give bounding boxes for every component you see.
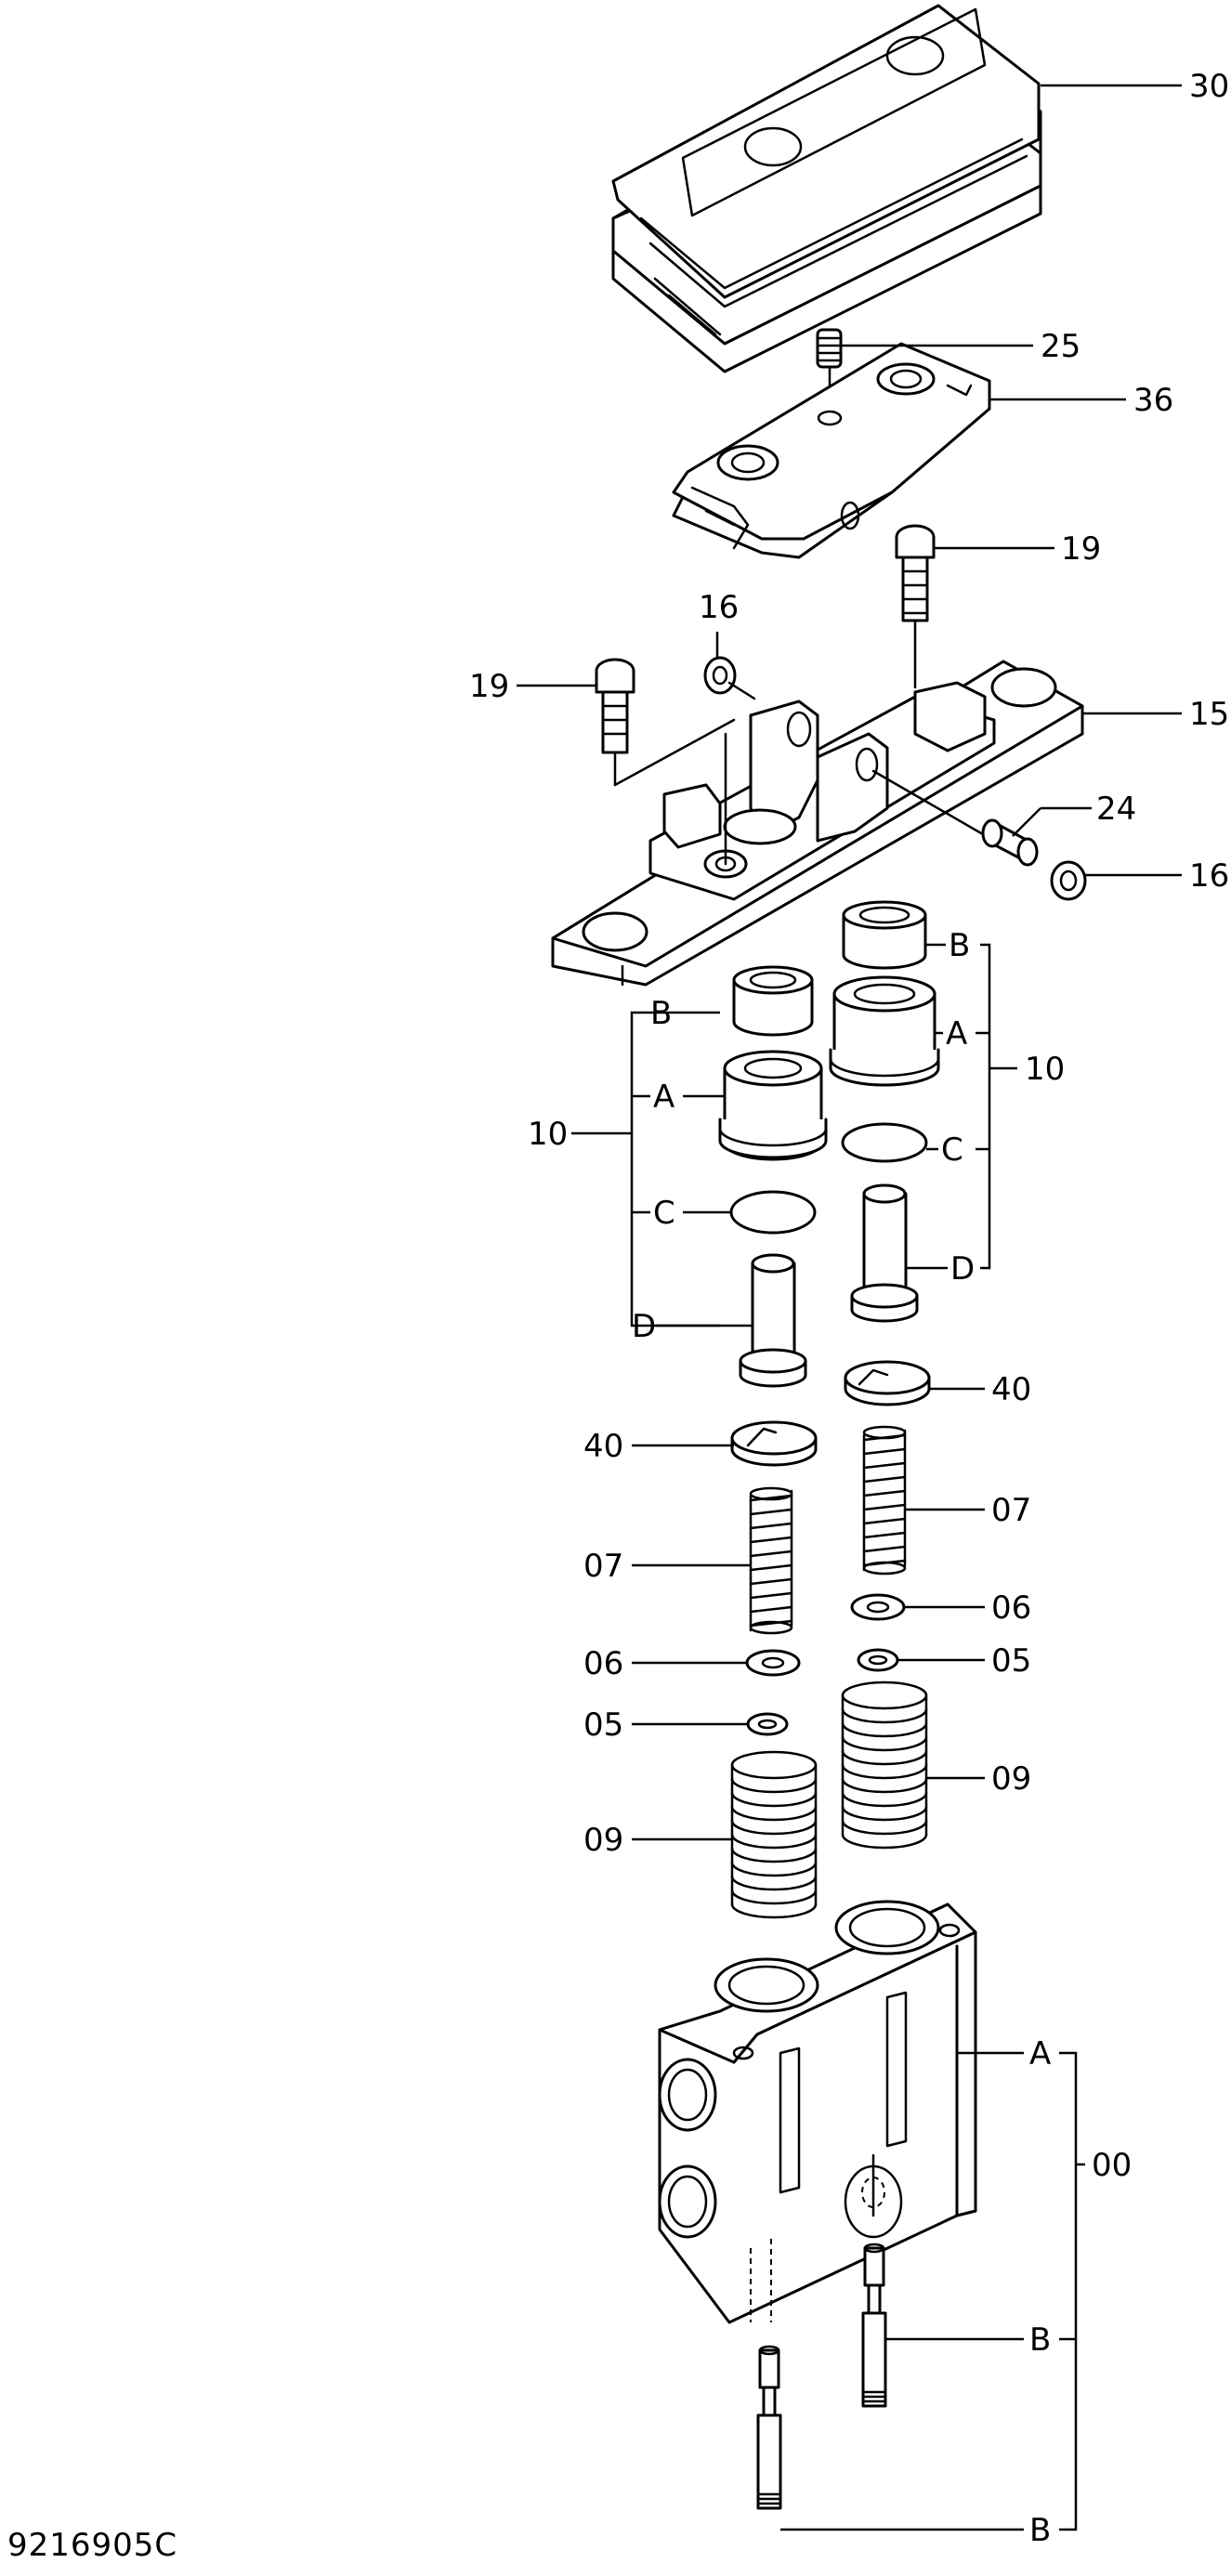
callout-05-left: 05: [583, 1706, 623, 1744]
callout-09-left: 09: [583, 1822, 623, 1859]
part-09-spring-left: [730, 1750, 818, 1919]
part-00-push-rod-upper: [861, 2243, 887, 2408]
callout-30: 30: [1189, 68, 1229, 105]
part-16-washer-right: [1050, 860, 1087, 901]
callout-19-right: 19: [1061, 530, 1101, 568]
part-40-retainer-left: [730, 1420, 818, 1467]
part-30-boot: [611, 4, 1042, 373]
part-16-washer-top: [703, 656, 756, 700]
sub-label-right-C: C: [941, 1131, 963, 1169]
sub-label-right-B: B: [949, 927, 970, 964]
part-36-plate: [672, 342, 991, 559]
callout-00: 00: [1092, 2147, 1132, 2184]
callout-40-left: 40: [583, 1428, 623, 1465]
part-06-washer-left: [745, 1649, 801, 1677]
part-09-spring-right: [841, 1680, 928, 1850]
part-10-left-assembly: [718, 965, 828, 1388]
callout-36: 36: [1133, 382, 1173, 419]
part-05-washer-left: [746, 1712, 789, 1736]
callout-25: 25: [1041, 328, 1080, 365]
callout-06-right: 06: [991, 1589, 1031, 1627]
sub-label-body-B-upper: B: [1029, 2321, 1051, 2359]
part-24-pin: [871, 769, 1039, 867]
sub-label-left-B: B: [650, 995, 672, 1032]
leader-lines: [517, 84, 1182, 2531]
callout-07-left: 07: [583, 1548, 623, 1585]
part-40-retainer-right: [844, 1360, 931, 1406]
sub-label-right-A: A: [946, 1015, 967, 1053]
callout-05-right: 05: [991, 1642, 1031, 1680]
part-07-spring-right: [862, 1425, 907, 1576]
callout-15: 15: [1189, 696, 1229, 733]
part-00-valve-body: [658, 1900, 977, 2324]
part-10-right-assembly: [829, 900, 940, 1323]
sub-label-left-D: D: [632, 1308, 656, 1345]
part-06-washer-right: [850, 1593, 906, 1621]
callout-09-right: 09: [991, 1760, 1031, 1798]
callout-16-right: 16: [1189, 857, 1229, 895]
callout-07-right: 07: [991, 1492, 1031, 1529]
part-15-bracket: [551, 660, 1084, 987]
callout-19-left: 19: [469, 668, 509, 705]
callout-labels: 30 25 36 19 16 19 15 24 16 10 10 40 40 0…: [469, 68, 1229, 2549]
sub-label-body-A: A: [1029, 2035, 1051, 2073]
part-19-cap-screw-left: [595, 658, 736, 787]
callout-10-right: 10: [1025, 1051, 1065, 1088]
callout-40-right: 40: [991, 1371, 1031, 1408]
drawing-code: 9216905C: [7, 2527, 178, 2564]
callout-16-top: 16: [699, 589, 739, 626]
callout-06-left: 06: [583, 1645, 623, 1682]
part-19-cap-screw-right: [895, 524, 936, 689]
sub-label-body-B-lower: B: [1029, 2512, 1051, 2549]
part-05-washer-right: [857, 1648, 899, 1672]
sub-label-right-D: D: [950, 1250, 975, 1288]
sub-label-left-C: C: [653, 1195, 675, 1232]
callout-24: 24: [1096, 791, 1136, 828]
sub-label-left-A: A: [653, 1079, 674, 1116]
callout-10-left: 10: [528, 1116, 568, 1153]
part-00-push-rod-lower: [756, 2345, 782, 2510]
part-07-spring-left: [749, 1486, 793, 1635]
